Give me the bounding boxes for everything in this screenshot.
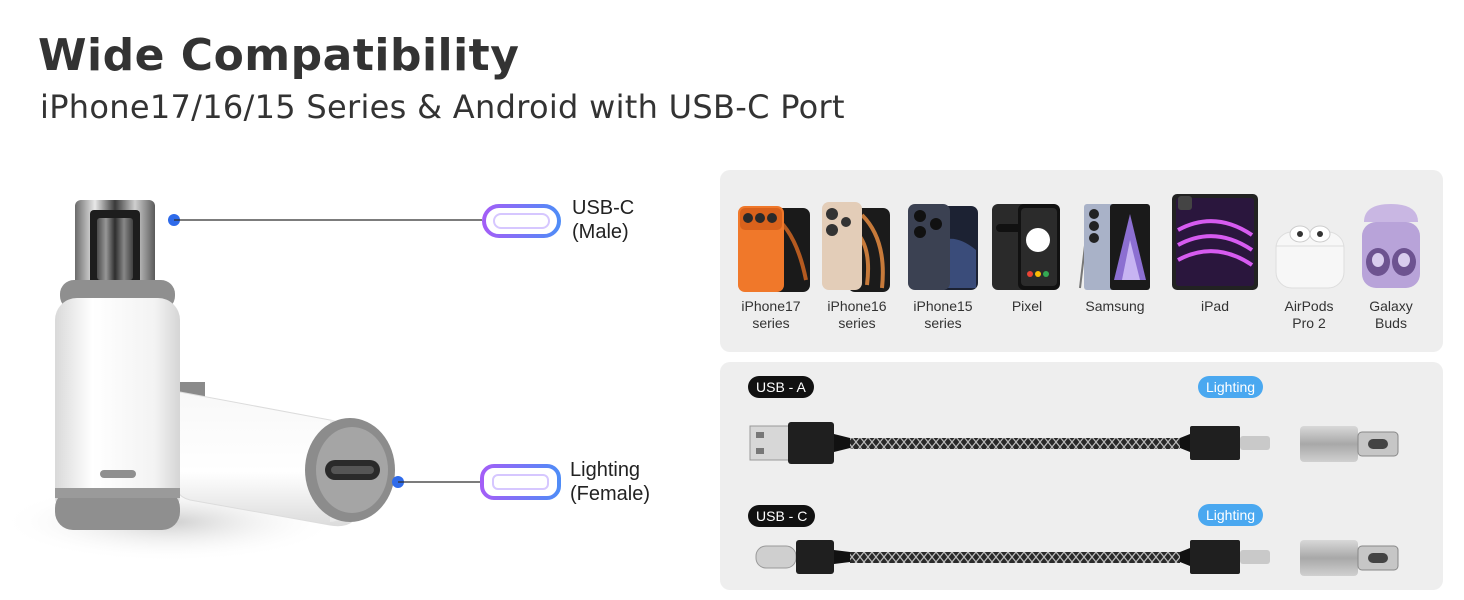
adapter-female-end [171, 382, 395, 527]
iphone16-icon [822, 202, 890, 292]
compatible-devices-panel: iPhone17 series iPhone16 series iPhone [720, 170, 1443, 352]
device-label: iPhone17 series [741, 298, 801, 331]
pixel-phone-icon [992, 204, 1060, 290]
device-iphone17: iPhone17 series [726, 170, 816, 352]
device-label: Samsung [1085, 298, 1145, 314]
device-label: iPhone16 series [827, 298, 887, 331]
device-galaxy-buds: Galaxy Buds [1346, 170, 1436, 352]
iphone17-icon [738, 206, 810, 292]
device-ipad: iPad [1170, 170, 1260, 352]
callout-lightning-female: Lighting (Female) [570, 459, 651, 505]
device-label: Galaxy Buds [1369, 298, 1413, 331]
lightning-port-icon [480, 464, 561, 500]
cables-illustration [749, 422, 1399, 576]
badge-lightning-2: Lighting [1198, 504, 1264, 526]
iphone15-icon [908, 204, 978, 290]
adapter-illustration [0, 200, 561, 562]
device-label: AirPods Pro 2 [1284, 298, 1334, 331]
airpods-icon [1275, 225, 1345, 289]
device-label: iPad [1200, 298, 1230, 314]
samsung-phone-icon [1079, 204, 1150, 290]
device-iphone16: iPhone16 series [812, 170, 902, 352]
device-label: iPhone15 series [913, 298, 973, 331]
ipad-icon [1172, 194, 1258, 290]
usb-a-to-lightning-cable [749, 422, 1399, 464]
page-subtitle: iPhone17/16/15 Series & Android with USB… [40, 88, 845, 126]
device-label: Pixel [1011, 298, 1043, 314]
device-iphone15: iPhone15 series [898, 170, 988, 352]
badge-lightning-1: Lighting [1198, 376, 1264, 398]
badge-usb-c: USB - C [748, 505, 816, 527]
device-airpods: AirPods Pro 2 [1264, 170, 1354, 352]
usb-c-port-icon [482, 204, 561, 238]
badge-usb-a: USB - A [748, 376, 814, 398]
cables-panel: USB - A Lighting USB - C Lighting [720, 362, 1443, 590]
adapter-male-end [55, 200, 180, 530]
usb-c-to-lightning-cable [755, 540, 1399, 576]
device-pixel: Pixel [982, 170, 1072, 352]
callout-usb-c-male: USB-C (Male) [572, 197, 635, 243]
device-samsung: Samsung [1070, 170, 1160, 352]
page-title: Wide Compatibility [38, 30, 520, 81]
galaxy-buds-icon [1362, 204, 1420, 288]
